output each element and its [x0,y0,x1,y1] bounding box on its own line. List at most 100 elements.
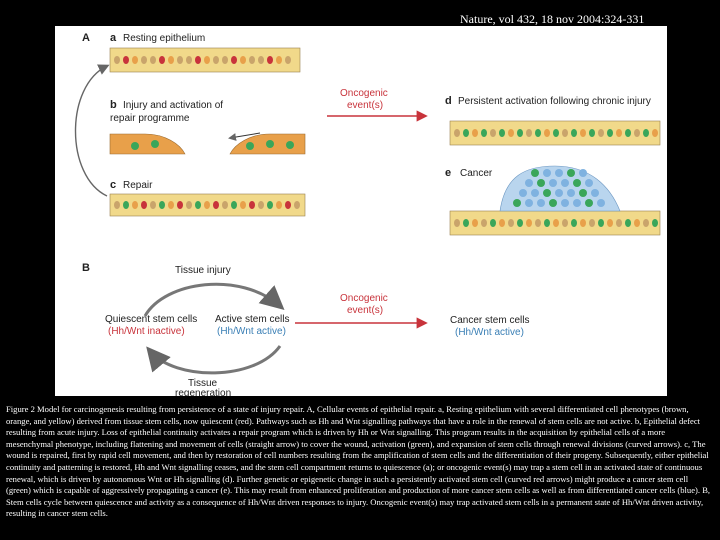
injury-cycle-arrow [143,282,285,317]
cancer-cell [549,179,557,187]
cell-nucleus [276,201,282,209]
cell-nucleus [553,219,559,227]
cell-nucleus [195,201,201,209]
label-persistent-activation: Persistent activation following chronic … [458,96,651,107]
cell-nucleus [625,219,631,227]
label-cancer: Cancer [460,168,493,179]
cell-nucleus [499,129,505,137]
cell-nucleus [454,129,460,137]
cell-nucleus [159,201,165,209]
oncogenic-b-line1: Oncogenic [340,293,388,304]
citation: Nature, vol 432, 18 nov 2004:324-331 [460,12,645,26]
cancer-cell [579,189,587,197]
cell-nucleus [168,201,174,209]
label-active-line1: Active stem cells [215,314,289,325]
label-tissue-injury: Tissue injury [175,265,231,276]
injury-epithelium-cells [109,132,306,155]
label-active-line2: (Hh/Wnt active) [217,326,286,337]
cell-nucleus [634,219,640,227]
figure-caption: Figure 2 Model for carcinogenesis result… [6,404,714,520]
cell-nucleus [589,129,595,137]
cell-nucleus [204,56,210,64]
cell-nucleus [123,56,129,64]
cell-nucleus [616,129,622,137]
cell-nucleus [114,201,120,209]
cell-nucleus [589,219,595,227]
label-injury-line2: repair programme [110,113,190,124]
label-tissue-regen-line2: regeneration [175,388,231,396]
label-cancer-stem-line2: (Hh/Wnt active) [455,327,524,338]
cancer-cell [531,189,539,197]
figure-panel: A a Resting epithelium b Injury and acti… [55,26,667,396]
cell-nucleus [177,201,183,209]
persistent-epithelium-cells [449,120,661,146]
cancer-cell [591,189,599,197]
cell-nucleus [285,56,291,64]
cell-nucleus [553,129,559,137]
regeneration-cycle-arrow [146,345,282,375]
cell-nucleus [562,219,568,227]
cell-nucleus [544,219,550,227]
cell-nucleus [526,129,532,137]
cancer-cell [585,179,593,187]
cell-nucleus [580,129,586,137]
cell-nucleus [231,56,237,64]
cell-nucleus [652,219,658,227]
panel-a-c-letter: c [110,179,116,191]
cancer-cell [543,189,551,197]
cancer-cell [519,189,527,197]
cell-nucleus [222,56,228,64]
cell-nucleus [249,56,255,64]
cell-nucleus [141,201,147,209]
cell-nucleus [258,56,264,64]
cancer-cell [555,169,563,177]
cell-nucleus [517,219,523,227]
label-quiescent-line1: Quiescent stem cells [105,314,197,325]
panel-a-letter: A [82,32,90,44]
cancer-cell [537,179,545,187]
cell-nucleus [562,129,568,137]
cell-nucleus [123,201,129,209]
cell-nucleus [150,56,156,64]
cell-nucleus [249,201,255,209]
cancer-cell [567,189,575,197]
cell-nucleus [490,219,496,227]
cell-nucleus [526,219,532,227]
cell-nucleus [186,201,192,209]
cell-nucleus [535,219,541,227]
cancer-cell [525,179,533,187]
cancer-cell [549,199,557,207]
cell-nucleus [231,201,237,209]
cancer-cell [537,199,545,207]
cell-nucleus [499,219,505,227]
panel-a-a-letter: a [110,32,117,44]
cell-nucleus [481,219,487,227]
cell-nucleus [643,129,649,137]
cell-nucleus [571,129,577,137]
cell-nucleus [472,219,478,227]
cell-nucleus [652,129,658,137]
cancer-cell [561,199,569,207]
cell-nucleus [267,201,273,209]
cancer-cell [543,169,551,177]
cell-nucleus [454,219,460,227]
cell-nucleus [114,56,120,64]
label-resting-epithelium: Resting epithelium [123,33,205,44]
cell-nucleus [168,56,174,64]
cell-nucleus [481,129,487,137]
cancer-cell [579,169,587,177]
cell-nucleus [195,56,201,64]
cancer-cell [525,199,533,207]
cell-nucleus [490,129,496,137]
cell-nucleus [132,56,138,64]
cell-nucleus [132,201,138,209]
oncogenic-a-line2: event(s) [347,100,383,111]
cell-nucleus [643,219,649,227]
cell-nucleus [204,201,210,209]
cancer-cell [555,189,563,197]
cell-nucleus [463,129,469,137]
panel-a-e-letter: e [445,167,451,179]
cell-nucleus [276,56,282,64]
cancer-cell [513,199,521,207]
cell-nucleus [240,56,246,64]
